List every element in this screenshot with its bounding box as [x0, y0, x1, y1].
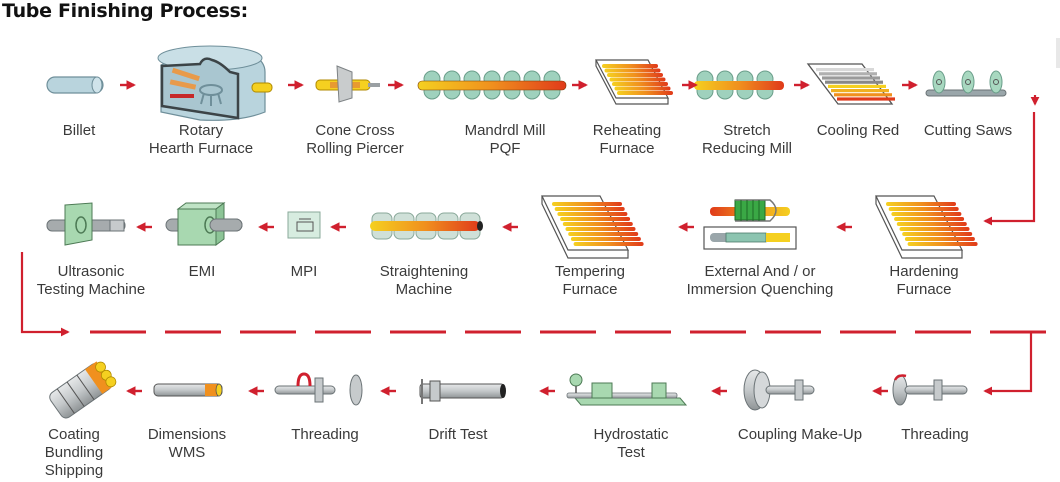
threading-icon	[274, 372, 363, 406]
connector-row2-to-row3	[20, 252, 1046, 396]
flow-arrows	[120, 80, 918, 396]
step-label-line: Billet	[62, 122, 96, 139]
step-label-drift-test: Drift Test	[429, 426, 488, 444]
coupling-icon	[743, 369, 815, 411]
step-label-line: Rotary	[178, 122, 224, 139]
step-label-line: Reducing Mill	[701, 140, 793, 157]
step-label-line: Mandrdl Mill	[464, 122, 546, 139]
step-label-line: Tempering	[554, 263, 626, 280]
quenching-icon	[703, 199, 797, 250]
furnace-icon	[541, 195, 644, 259]
step-label-line: Stretch	[723, 122, 771, 139]
step-label-threading-1: Threading	[901, 426, 969, 444]
step-label-cutting-saws: Cutting Saws	[924, 122, 1012, 140]
step-label-line: PQF	[489, 140, 521, 157]
mpi-icon	[287, 211, 321, 239]
step-label-line: Hardening	[889, 263, 959, 280]
step-label-line: Cooling Red	[816, 122, 900, 139]
piercer-icon	[315, 65, 380, 103]
step-label-line: Machine	[395, 281, 453, 298]
page-edge	[1056, 38, 1060, 68]
step-label-line: Furnace	[562, 281, 618, 298]
step-label-threading-2: Threading	[291, 426, 359, 444]
step-label-line: Straightening	[379, 263, 469, 280]
rotary-furnace-icon	[157, 45, 273, 121]
step-label-line: Reheating	[592, 122, 662, 139]
step-label-line: WMS	[168, 444, 206, 461]
step-label-line: Dimensions	[147, 426, 227, 443]
step-label-line: Threading	[291, 426, 359, 443]
straightener-icon	[370, 212, 483, 240]
step-label-line: Cutting Saws	[923, 122, 1013, 139]
page-title: Tube Finishing Process:	[2, 0, 248, 22]
hydrostatic-icon	[566, 373, 688, 406]
step-label-line: Ultrasonic	[57, 263, 125, 280]
step-label-line: Hearth Furnace	[148, 140, 254, 157]
step-label-line: Furnace	[896, 281, 952, 298]
connector-row1-to-row2	[983, 95, 1040, 226]
cooling-bed-icon	[806, 63, 895, 105]
dimensions-icon	[153, 383, 223, 397]
step-label-line: Shipping	[44, 462, 104, 479]
step-label-line: Furnace	[599, 140, 655, 157]
reducing-mill-icon	[694, 70, 784, 100]
step-label-line: External And / or	[704, 263, 816, 280]
step-label-line: Immersion Quenching	[686, 281, 834, 298]
ultrasonic-icon	[46, 202, 126, 246]
step-label-line: EMI	[188, 263, 216, 280]
step-label-line: Coupling Make-Up	[737, 426, 863, 443]
step-label-line: Rolling Piercer	[306, 140, 404, 157]
step-label-mpi: MPI	[291, 263, 318, 281]
step-label-cooling-red: Cooling Red	[817, 122, 900, 140]
furnace-icon	[875, 195, 978, 259]
step-label-line: MPI	[290, 263, 318, 280]
step-label-coupling-make-up: Coupling Make-Up	[738, 426, 862, 444]
step-label-line: Hydrostatic	[593, 426, 669, 443]
billet-icon	[46, 76, 104, 94]
step-label-line: Threading	[901, 426, 969, 443]
emi-icon	[165, 202, 243, 246]
furnace-icon	[595, 59, 673, 105]
step-label-line: Bundling	[44, 444, 104, 461]
step-label-line: Cone Cross	[315, 122, 395, 139]
saws-icon	[925, 70, 1007, 97]
step-label-billet: Billet	[63, 122, 96, 140]
step-label-emi: EMI	[189, 263, 216, 281]
drift-icon	[419, 379, 506, 404]
step-label-line: Drift Test	[428, 426, 488, 443]
step-label-line: Testing Machine	[36, 281, 146, 298]
bundle-icon	[49, 361, 117, 419]
mandrel-mill-icon	[417, 70, 567, 100]
step-label-line: Test	[617, 444, 645, 461]
threading-icon	[892, 374, 968, 406]
step-label-line: Coating	[48, 426, 100, 443]
